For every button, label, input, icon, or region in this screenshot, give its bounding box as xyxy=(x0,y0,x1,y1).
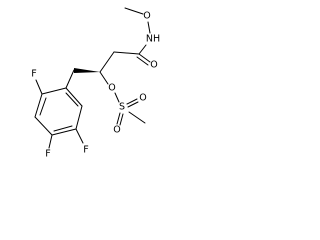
bond-carbonyl-double-1 xyxy=(138,53,151,63)
bond-ring-f-meta xyxy=(75,128,84,144)
bond-o-n xyxy=(147,21,151,34)
atom-o-ester: O xyxy=(108,83,115,94)
bond-ring-f-ortho xyxy=(35,79,43,95)
atom-o-methoxy: O xyxy=(143,11,150,22)
bond-carbonyl-double-2 xyxy=(136,56,149,66)
bond-ring-f-para xyxy=(48,134,53,149)
ring-bond-c1-c2 xyxy=(41,87,67,95)
stereo-wedge-bond xyxy=(74,68,100,73)
atom-nh-amide: NH xyxy=(146,34,160,45)
atom-f-ortho: F xyxy=(31,69,36,80)
atom-f-para: F xyxy=(45,149,50,160)
ring-inner-double-c6-c1 xyxy=(65,92,79,107)
ring-bond-c4-c5 xyxy=(51,128,77,136)
atom-s-sulfonyl: S xyxy=(119,102,125,113)
ring-bond-c5-c6 xyxy=(75,105,83,130)
bond-chiral-c-o-ester xyxy=(99,71,109,85)
ring-bond-c3-c4 xyxy=(34,116,53,136)
bond-s-o-bottom-double-1 xyxy=(116,112,121,125)
bond-lines xyxy=(34,7,151,149)
atom-o-sulfonyl-bottom: O xyxy=(113,125,120,136)
ring-bond-c6-c1 xyxy=(65,87,83,107)
bond-ch3-o-methoxy xyxy=(124,7,144,15)
ring-inner-double-c2-c3 xyxy=(39,97,47,116)
bond-benzylic-ch2-ring xyxy=(65,69,75,89)
bond-o-s xyxy=(114,92,120,103)
atom-f-meta: F xyxy=(83,145,88,156)
ring-bond-c2-c3 xyxy=(34,93,43,118)
bond-s-o-bottom-double-2 xyxy=(119,113,124,126)
atom-o-sulfonyl-top: O xyxy=(139,93,146,104)
atom-labels: O NH O O S O O F F F xyxy=(31,11,160,160)
bond-carbonyl-c-ch2 xyxy=(113,51,140,55)
bond-s-ch3 xyxy=(128,111,146,124)
bond-s-o-top-double-2 xyxy=(127,101,139,108)
ring-inner-double-c4-c5 xyxy=(53,125,73,132)
bond-n-carbonyl-c xyxy=(138,44,147,55)
atom-o-carbonyl: O xyxy=(150,60,157,71)
chemical-structure-diagram: O NH O O S O O F F F xyxy=(31,7,160,160)
bond-s-o-top-double-1 xyxy=(126,98,138,105)
bond-ch2-chiral-c xyxy=(99,51,115,73)
